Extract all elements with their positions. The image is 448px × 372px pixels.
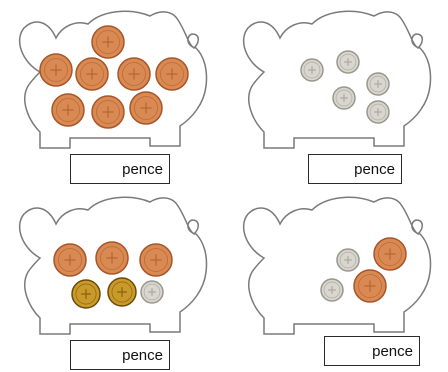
coin-5-silver — [366, 100, 390, 124]
piggy-bank-panel-2: pence — [224, 0, 448, 186]
coin-5-gold — [107, 277, 137, 307]
coin-1-copper — [91, 25, 125, 59]
unit-label: pence — [354, 161, 395, 178]
piggy-bank-outline — [19, 196, 208, 335]
coin-4-silver — [332, 86, 356, 110]
piggy-bank-panel-3: pence — [0, 186, 224, 372]
coin-1-silver — [300, 58, 324, 82]
coin-2-silver — [336, 50, 360, 74]
coin-3-silver — [366, 72, 390, 96]
coin-3-copper — [139, 243, 173, 277]
coin-3-copper — [75, 57, 109, 91]
piggy-bank-panel-1: pence — [0, 0, 224, 186]
answer-box[interactable]: pence — [308, 154, 402, 184]
coin-1-copper — [53, 243, 87, 277]
coin-5-copper — [155, 57, 189, 91]
coin-3-silver — [320, 278, 344, 302]
coin-6-copper — [51, 93, 85, 127]
piggy-bank-panel-4: pence — [224, 186, 448, 372]
unit-label: pence — [122, 347, 163, 364]
unit-label: pence — [372, 343, 413, 360]
coin-group — [300, 50, 390, 124]
coin-6-silver — [140, 280, 164, 304]
coin-2-copper — [39, 53, 73, 87]
coin-4-copper — [117, 57, 151, 91]
answer-box[interactable]: pence — [70, 340, 170, 370]
answer-box[interactable]: pence — [70, 154, 170, 184]
coin-1-silver — [336, 248, 360, 272]
coin-group — [53, 241, 173, 309]
coin-group — [320, 237, 407, 303]
coin-group — [39, 25, 189, 129]
answer-box[interactable]: pence — [324, 336, 420, 366]
piggy-bank-outline — [243, 10, 432, 149]
coin-4-gold — [71, 279, 101, 309]
unit-label: pence — [122, 161, 163, 178]
coin-7-copper — [91, 95, 125, 129]
coin-4-copper — [353, 269, 387, 303]
piggy-bank-outline — [243, 196, 432, 335]
coin-2-copper — [95, 241, 129, 275]
coin-2-copper — [373, 237, 407, 271]
piggy-bank-outline — [19, 10, 208, 149]
coin-8-copper — [129, 91, 163, 125]
